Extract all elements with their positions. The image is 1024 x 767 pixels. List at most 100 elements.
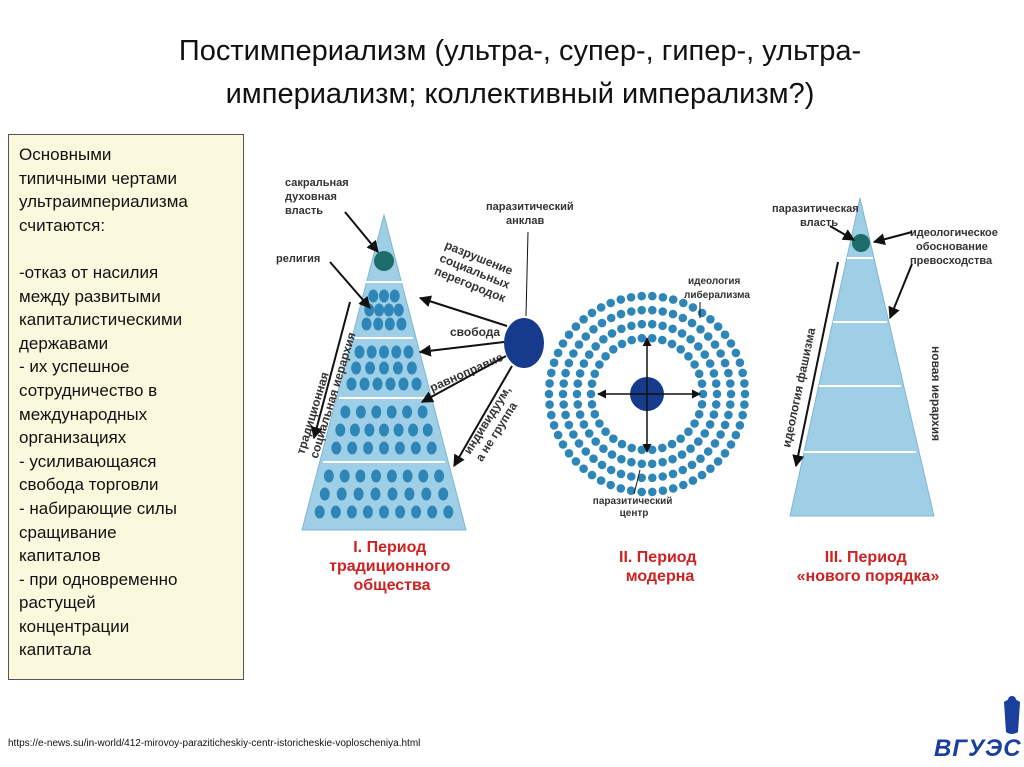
ring-dot <box>667 439 677 449</box>
pyramid-dot <box>427 505 438 519</box>
ring-dot <box>575 369 585 378</box>
pyramid-dot <box>379 505 389 519</box>
features-textbox: Основными типичными чертами ультраимпери… <box>8 134 244 680</box>
period3-power-label: паразитическая власть <box>772 203 862 229</box>
ring-dot <box>581 447 591 456</box>
period3-justify-label: идеологическое обоснование превосходства <box>910 227 1001 267</box>
ring-dot <box>637 459 647 469</box>
ring-dot <box>587 470 597 480</box>
pyramid-dot <box>379 441 389 455</box>
ring-dot <box>705 420 715 429</box>
ring-dot <box>697 308 707 318</box>
pyramid-dot <box>385 377 396 391</box>
ring-dot <box>601 352 610 361</box>
period1-religion-label: религия <box>276 253 320 265</box>
pyramid-dot <box>393 423 404 437</box>
pyramid-dot <box>379 345 389 359</box>
textbox-line: типичными чертами <box>19 168 177 188</box>
ring-dot <box>711 400 721 409</box>
ring-dot <box>709 410 719 419</box>
textbox-line: капитала <box>19 640 92 660</box>
ring-dot <box>731 348 741 358</box>
period1-sacral-arrow <box>344 211 379 253</box>
ring-dot <box>658 335 667 345</box>
ring-dot <box>679 480 688 490</box>
ring-dot <box>724 410 733 420</box>
ring-dot <box>544 389 554 399</box>
ring-dot <box>549 421 559 430</box>
ring-dot <box>553 430 563 440</box>
pyramid-dot <box>359 377 370 391</box>
ring-dot <box>647 459 657 469</box>
ring-dot <box>579 420 589 429</box>
ring-dot <box>637 333 647 343</box>
pyramid-dot <box>379 361 389 375</box>
pyramid-dot <box>351 361 362 375</box>
pyramid-dot <box>418 469 429 483</box>
ring-dot <box>599 335 608 344</box>
ring-dot <box>569 430 578 439</box>
ring-dot <box>738 368 747 378</box>
textbox-line: капиталистическими <box>19 310 183 330</box>
ring-dot <box>678 313 688 323</box>
ring-dot <box>716 430 725 439</box>
ring-dot <box>667 339 677 349</box>
pyramid-dot <box>398 377 409 391</box>
ring-dot <box>658 443 667 453</box>
pyramid-dot <box>408 423 419 437</box>
ring-dot <box>735 358 745 368</box>
ring-dot <box>637 291 646 301</box>
ring-dot <box>668 295 678 304</box>
pyramid-dot <box>402 405 413 419</box>
ring-dot <box>606 313 616 323</box>
university-logo-text: ВГУЭС <box>934 735 1022 762</box>
pyramid-dot <box>374 303 385 317</box>
ring-dot <box>575 410 585 419</box>
enclave-circle <box>504 318 544 368</box>
ring-dot <box>617 439 627 449</box>
pyramid-dot <box>355 405 366 419</box>
ring-dot <box>697 400 707 409</box>
ring-dot <box>690 419 699 428</box>
pyramid-dot <box>371 469 382 483</box>
individ-arrow <box>453 365 513 468</box>
ring-dot <box>726 379 735 388</box>
ring-dot <box>558 389 568 399</box>
ring-dot <box>617 339 627 349</box>
period1-group: сакральная духовная власть религия тради… <box>276 177 467 531</box>
ring-dot <box>740 379 749 388</box>
period1-tier-lines <box>323 281 445 463</box>
pyramid-dot <box>364 303 375 317</box>
ring-dot <box>690 360 699 369</box>
ring-dot <box>716 349 725 358</box>
pyramid-dot <box>330 505 341 519</box>
title-line-1: Постимпериализм (ультра-, супер-, гипер-… <box>178 35 862 67</box>
ring-dot <box>658 472 667 481</box>
pyramid-dot <box>323 469 334 483</box>
period3-hierarchy-label: новая иерархия <box>929 346 943 441</box>
ring-dot <box>561 410 570 420</box>
ring-dot <box>658 321 667 331</box>
period3-caption: III. Период «нового порядка» <box>797 549 940 585</box>
textbox-line: - усиливающаяся <box>19 451 157 471</box>
pyramid-dot <box>394 441 405 455</box>
ring-dot <box>668 454 677 464</box>
ring-dot <box>658 486 668 496</box>
ring-dot <box>679 298 688 308</box>
pyramid-dot <box>340 405 351 419</box>
period1-apex-circle <box>374 251 394 271</box>
pyramid-dot <box>396 317 407 331</box>
ring-dot <box>700 350 710 359</box>
pyramid-dot <box>391 345 402 359</box>
ring-dot <box>584 429 594 438</box>
ring-dot <box>596 476 606 485</box>
ring-dot <box>571 322 581 331</box>
period2-rings <box>544 291 750 497</box>
ring-dot <box>627 307 636 316</box>
pyramid-dot <box>421 487 432 501</box>
ring-dot <box>696 454 705 464</box>
ring-dot <box>617 324 626 334</box>
ring-dot <box>720 449 730 458</box>
textbox-line: - набирающие силы <box>19 498 177 518</box>
